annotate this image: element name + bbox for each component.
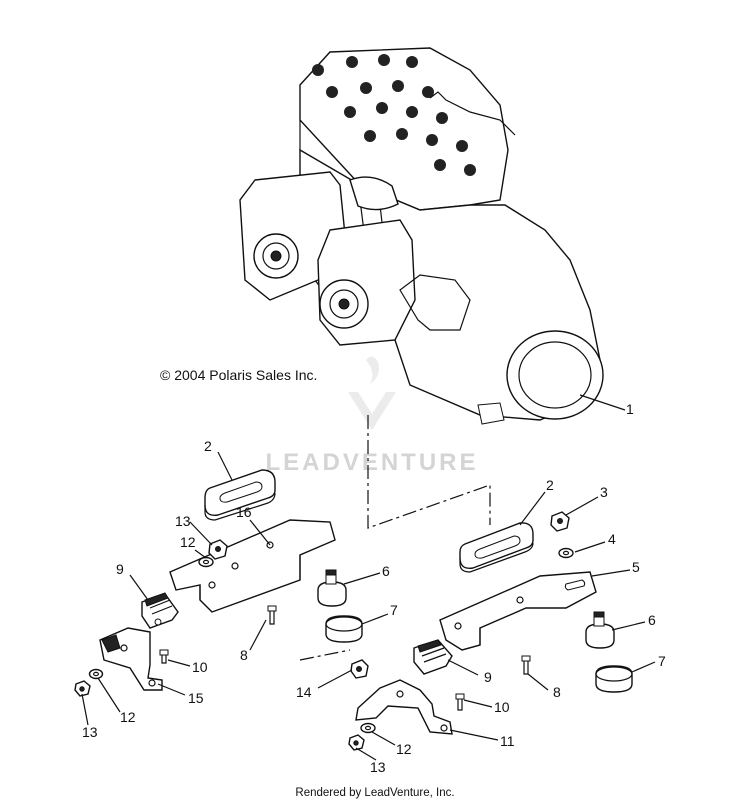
part-7-spacer-left: [325, 615, 363, 643]
part-12-washer-lower-left: [88, 668, 104, 680]
callout-6-left: 6: [382, 563, 390, 579]
callout-9-left: 9: [116, 561, 124, 577]
part-12-washer-lower-right: [360, 722, 376, 734]
callout-13-lower-left: 13: [82, 724, 98, 740]
callout-12-lower-right: 12: [396, 741, 412, 757]
part-14-nut-center: [350, 659, 369, 679]
part-13-nut-lower-right: [348, 734, 365, 751]
part-2-plate-right: [459, 522, 534, 573]
part-10-screw-left: [159, 649, 169, 664]
copyright-text: © 2004 Polaris Sales Inc.: [160, 367, 317, 383]
engine-assembly: [239, 47, 604, 529]
callout-15: 15: [188, 690, 204, 706]
callout-13-upper: 13: [175, 513, 191, 529]
part-13-nut-upper-left: [208, 539, 228, 560]
callouts: 1 2 2 3 4 5 6 6 7 7 8 8 9 9 10 10 11 12 …: [82, 401, 666, 775]
watermark-text: LEADVENTURE: [265, 449, 478, 476]
callout-1: 1: [626, 401, 634, 417]
part-12-washer-upper-left: [198, 556, 214, 568]
watermark: LEADVENTURE: [265, 356, 478, 476]
part-6-mount-right: [585, 611, 615, 649]
callout-5: 5: [632, 559, 640, 575]
callout-12-upper: 12: [180, 534, 196, 550]
callout-2-right: 2: [546, 477, 554, 493]
footer-text: Rendered by LeadVenture, Inc.: [295, 787, 454, 799]
callout-7-right: 7: [658, 653, 666, 669]
callout-9-right: 9: [484, 669, 492, 685]
watermark-logo-icon: [348, 356, 396, 430]
part-2-plate-left: [204, 469, 276, 521]
part-5-bracket-right: [439, 571, 597, 651]
part-3-nut-right: [550, 511, 570, 532]
part-11-bracket-right: [355, 679, 453, 735]
callout-14: 14: [296, 684, 312, 700]
part-4-washer-right: [558, 547, 574, 559]
part-7-spacer-right: [595, 665, 633, 693]
part-9-damper-left: [141, 592, 179, 629]
part-6-mount-left: [317, 569, 347, 607]
callout-8-left: 8: [240, 647, 248, 663]
part-16-bracket-left: [169, 519, 336, 613]
callout-6-right: 6: [648, 612, 656, 628]
callout-13-lower-right: 13: [370, 759, 386, 775]
callout-16: 16: [236, 504, 252, 520]
callout-11: 11: [500, 733, 515, 749]
callout-7-left: 7: [390, 602, 398, 618]
callout-10-left: 10: [192, 659, 208, 675]
part-8-screw-left: [267, 605, 277, 625]
part-8-screw-right: [521, 655, 531, 675]
leader-lines: [81, 394, 656, 761]
part-13-nut-lower-left: [74, 680, 91, 697]
callout-8-right: 8: [553, 684, 561, 700]
callout-4: 4: [608, 531, 616, 547]
callout-2-left: 2: [204, 438, 212, 454]
part-10-screw-right: [455, 693, 465, 711]
callout-12-lower-left: 12: [120, 709, 136, 725]
callout-10-right: 10: [494, 699, 510, 715]
part-15-bracket-left: [99, 627, 163, 691]
callout-3: 3: [600, 484, 608, 500]
part-9-damper-right: [413, 639, 453, 675]
